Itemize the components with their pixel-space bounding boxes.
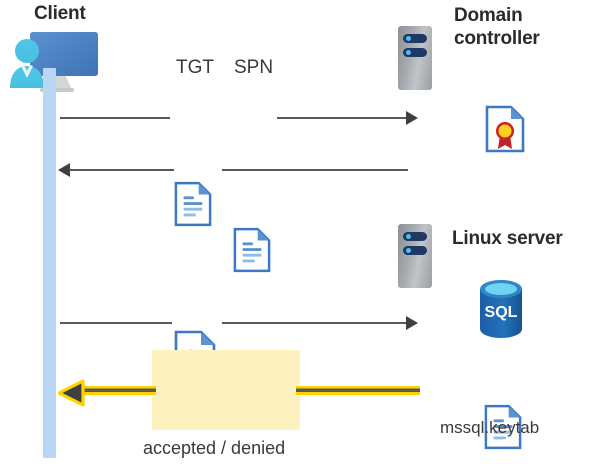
result-highlight-box: [152, 350, 300, 430]
flow-dc-to-client-line-right: [222, 169, 408, 171]
keytab-document-icon: [484, 404, 600, 450]
spn-label: SPN: [234, 57, 274, 78]
tgt-document-icon: [174, 181, 600, 227]
domain-controller-rack-icon: [398, 26, 432, 90]
result-caption: accepted / denied: [143, 438, 286, 458]
flow-client-to-dc-line-right: [277, 117, 408, 119]
client-workstation-icon: [6, 26, 102, 98]
client-lifeline: [43, 68, 56, 458]
linux-server-rack-icon: [398, 224, 432, 288]
domain-controller-title-line1: Domain: [454, 5, 523, 26]
flow-dc-to-client-line-left: [69, 169, 174, 171]
flow-client-to-dc-line-left: [60, 117, 170, 119]
spn-document-icon: [233, 227, 600, 273]
keytab-filename-label: mssql.keytab: [440, 418, 540, 437]
flow-client-to-linux-line-left: [60, 322, 172, 324]
certificate-document-icon: [485, 105, 600, 153]
domain-controller-title-line2: controller: [454, 28, 540, 49]
sql-database-label: SQL: [485, 304, 518, 321]
flow-dc-to-client-arrowhead: [58, 163, 70, 177]
linux-server-title: Linux server: [452, 228, 563, 249]
flow-client-to-dc-arrowhead: [406, 111, 418, 125]
flow-result-arrowhead: [57, 378, 88, 408]
domain-controller-title: Domain controller: [454, 4, 596, 50]
flow-client-to-linux-arrowhead: [406, 316, 418, 330]
client-title: Client: [34, 3, 86, 24]
flow-client-to-linux-line-right: [222, 322, 408, 324]
flow-result-line-right: [296, 386, 420, 395]
tgt-label: TGT: [176, 57, 214, 78]
flow-result-line-left: [80, 386, 156, 395]
sql-database-icon: SQL: [474, 279, 528, 344]
